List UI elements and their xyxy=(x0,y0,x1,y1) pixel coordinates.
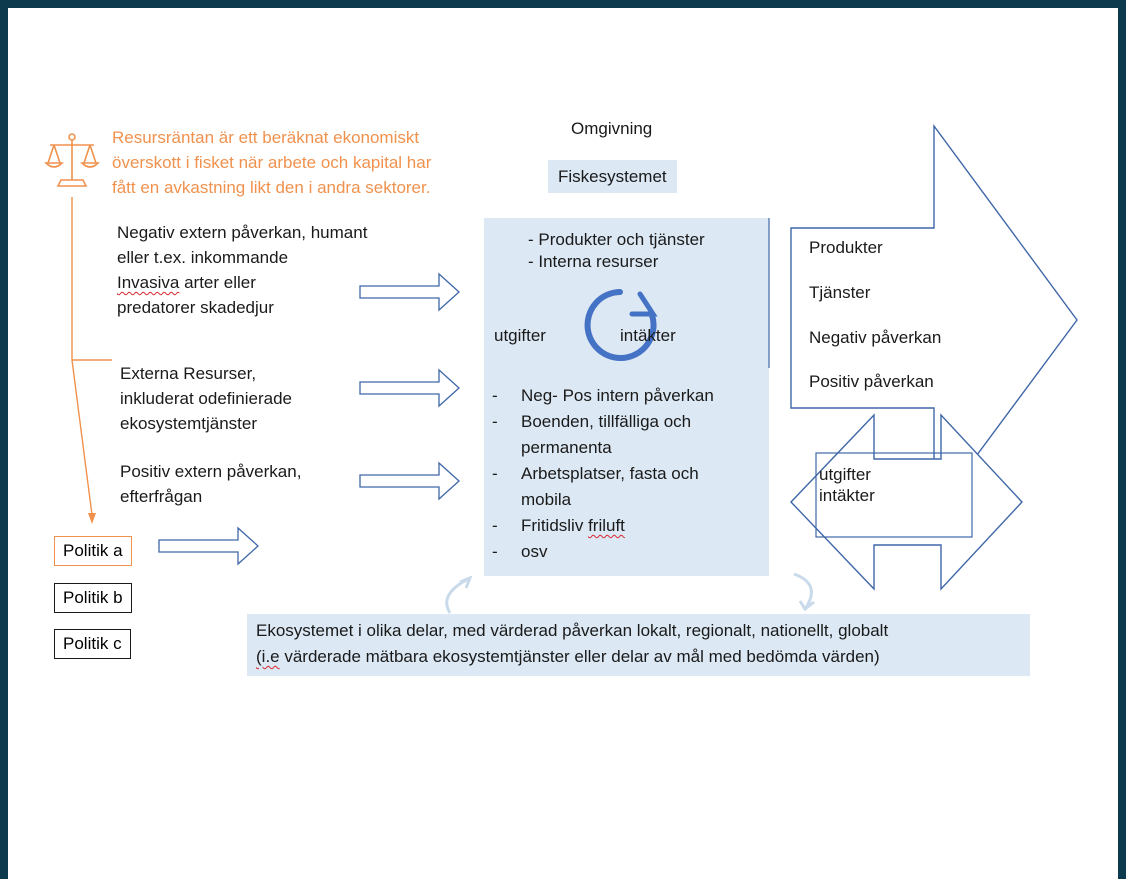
negativ-line-1: Negativ extern påverkan, humant xyxy=(117,223,368,242)
negativ-extern-paverkan: Negativ extern påverkan, humant eller t.… xyxy=(117,220,367,320)
resursrantan-note: Resursräntan är ett beräknat ekonomiskt … xyxy=(112,125,431,200)
diagram-shapes xyxy=(44,123,1078,614)
orange-connector-diagonal xyxy=(71,359,93,516)
center-intakter: intäkter xyxy=(620,326,676,345)
fiskesystem-panel xyxy=(484,218,769,576)
negativ-line-4: predatorer skadedjur xyxy=(117,298,274,317)
politik-a-box: Politik a xyxy=(54,536,132,566)
ekosystem-line-2-rest: värderade mätbara ekosystemtjänster elle… xyxy=(279,647,880,666)
output-item: Tjänster xyxy=(809,283,871,302)
externa-line-1: Externa Resurser, xyxy=(120,364,257,383)
fiskesystem-top-list: - Produkter och tjänster - Interna resur… xyxy=(528,229,705,273)
negativ-line-3: Invasiva arter eller xyxy=(117,270,367,295)
list-item: -Arbetsplatser, fasta och xyxy=(492,464,699,483)
exchange-box xyxy=(815,452,973,538)
exchange-utgifter: utgifter xyxy=(819,465,871,484)
list-item: mobila xyxy=(521,490,572,509)
center-item-2: - Interna resurser xyxy=(528,252,659,271)
exchange-label: utgifter intäkter xyxy=(819,464,875,506)
input-arrow-positiv xyxy=(359,461,460,501)
cycle-arrow-icon xyxy=(584,289,658,361)
resursrantan-line-2: överskott i fisket när arbete och kapita… xyxy=(112,153,432,172)
ekosystem-line-1: Ekosystemet i olika delar, med värderad … xyxy=(256,621,889,640)
feedback-arcs xyxy=(445,572,815,614)
ekosystem-banner: Ekosystemet i olika delar, med värderad … xyxy=(247,614,1030,676)
list-item: -Boenden, tillfälliga och xyxy=(492,412,692,431)
externa-resurser: Externa Resurser, inkluderat odefinierad… xyxy=(120,361,292,436)
input-arrow-negativ xyxy=(359,272,460,312)
list-item: permanenta xyxy=(521,438,612,457)
externa-line-2: inkluderat odefinierade xyxy=(120,389,293,408)
center-utgifter: utgifter xyxy=(494,326,546,345)
negativ-line-3-rest: arter eller xyxy=(179,273,256,292)
resursrantan-line-3: fått en avkastning likt den i andra sekt… xyxy=(112,178,431,197)
exchange-intakter: intäkter xyxy=(819,486,875,505)
output-item: Negativ påverkan xyxy=(809,328,942,347)
ie-word: (i.e xyxy=(256,647,280,666)
positiv-line-1: Positiv extern påverkan, xyxy=(120,462,302,481)
orange-connector-arrowhead xyxy=(88,513,96,524)
output-item: Produkter xyxy=(809,238,883,257)
output-arrow xyxy=(790,123,1078,516)
omgivning-label: Omgivning xyxy=(571,119,653,138)
positiv-line-2: efterfrågan xyxy=(120,487,203,506)
balance-scale-icon xyxy=(44,133,100,187)
resursrantan-line-1: Resursräntan är ett beräknat ekonomiskt xyxy=(112,128,420,147)
list-item: -osv xyxy=(492,542,548,561)
list-item: -Neg- Pos intern påverkan xyxy=(492,386,714,405)
fiskesystem-bullet-list: -Neg- Pos intern påverkan -Boenden, till… xyxy=(492,383,768,565)
invasiva-word: Invasiva xyxy=(117,273,180,292)
input-arrow-politik xyxy=(158,526,259,566)
center-item-1: - Produkter och tjänster xyxy=(528,230,705,249)
politik-b-box: Politik b xyxy=(54,583,132,613)
positiv-extern-paverkan: Positiv extern påverkan, efterfrågan xyxy=(120,459,301,509)
fiskesystemet-label: Fiskesystemet xyxy=(548,160,677,193)
output-item: Positiv påverkan xyxy=(809,372,934,391)
externa-line-3: ekosystemtjänster xyxy=(120,414,257,433)
negativ-line-2: eller t.ex. inkommande xyxy=(117,248,289,267)
input-arrow-externa xyxy=(359,368,460,408)
exchange-arrow xyxy=(790,413,1023,591)
politik-c-box: Politik c xyxy=(54,629,131,659)
ekosystem-line-2: (i.e värderade mätbara ekosystemtjänster… xyxy=(256,644,1021,670)
list-item: -Fritidsliv friluft xyxy=(492,516,625,535)
